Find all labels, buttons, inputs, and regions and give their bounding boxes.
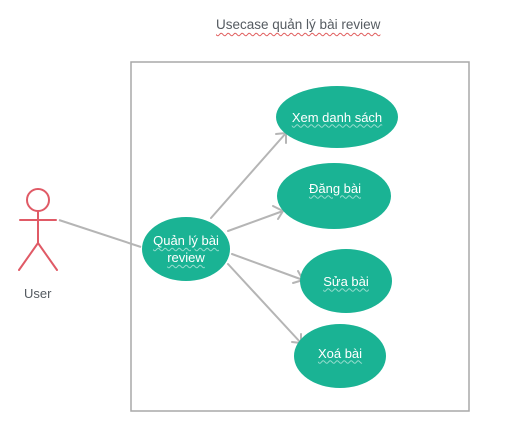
actor-label: User xyxy=(24,286,52,301)
usecase-xem-danh-sach-text: Xem danh sách xyxy=(291,109,383,125)
usecase-xem-danh-sach-ellipse xyxy=(276,86,398,148)
usecase-main-text: Quản lý bài review xyxy=(153,233,219,265)
actor-association-line xyxy=(58,219,142,248)
include-arrow-xem-danh-sach xyxy=(210,132,287,219)
include-arrow-dang-bai xyxy=(227,205,284,232)
usecase-dang-bai-ellipse xyxy=(277,163,391,229)
usecase-xoa-bai-text: Xoá bài xyxy=(317,345,363,361)
actor-left-leg xyxy=(18,242,39,271)
diagram-title: Usecase quản lý bài review xyxy=(216,17,381,32)
usecase-xoa-bai-label: Xoá bài xyxy=(296,342,384,364)
usecase-xoa-bai-ellipse xyxy=(294,324,386,388)
usecase-main-ellipse xyxy=(142,217,230,281)
usecase-sua-bai-label: Sửa bài xyxy=(302,270,390,292)
usecase-sua-bai-text: Sửa bài xyxy=(323,273,369,289)
system-boundary xyxy=(130,61,470,412)
actor-right-leg xyxy=(37,242,58,271)
usecase-sua-bai-ellipse xyxy=(300,249,392,313)
actor-head xyxy=(26,188,50,212)
usecase-main-label: Quản lý bài review xyxy=(146,227,226,271)
user-actor xyxy=(18,188,58,271)
usecase-dang-bai-label: Đăng bài xyxy=(280,177,390,199)
usecase-xem-danh-sach-label: Xem danh sách xyxy=(280,106,394,128)
usecase-dang-bai-text: Đăng bài xyxy=(308,180,362,196)
